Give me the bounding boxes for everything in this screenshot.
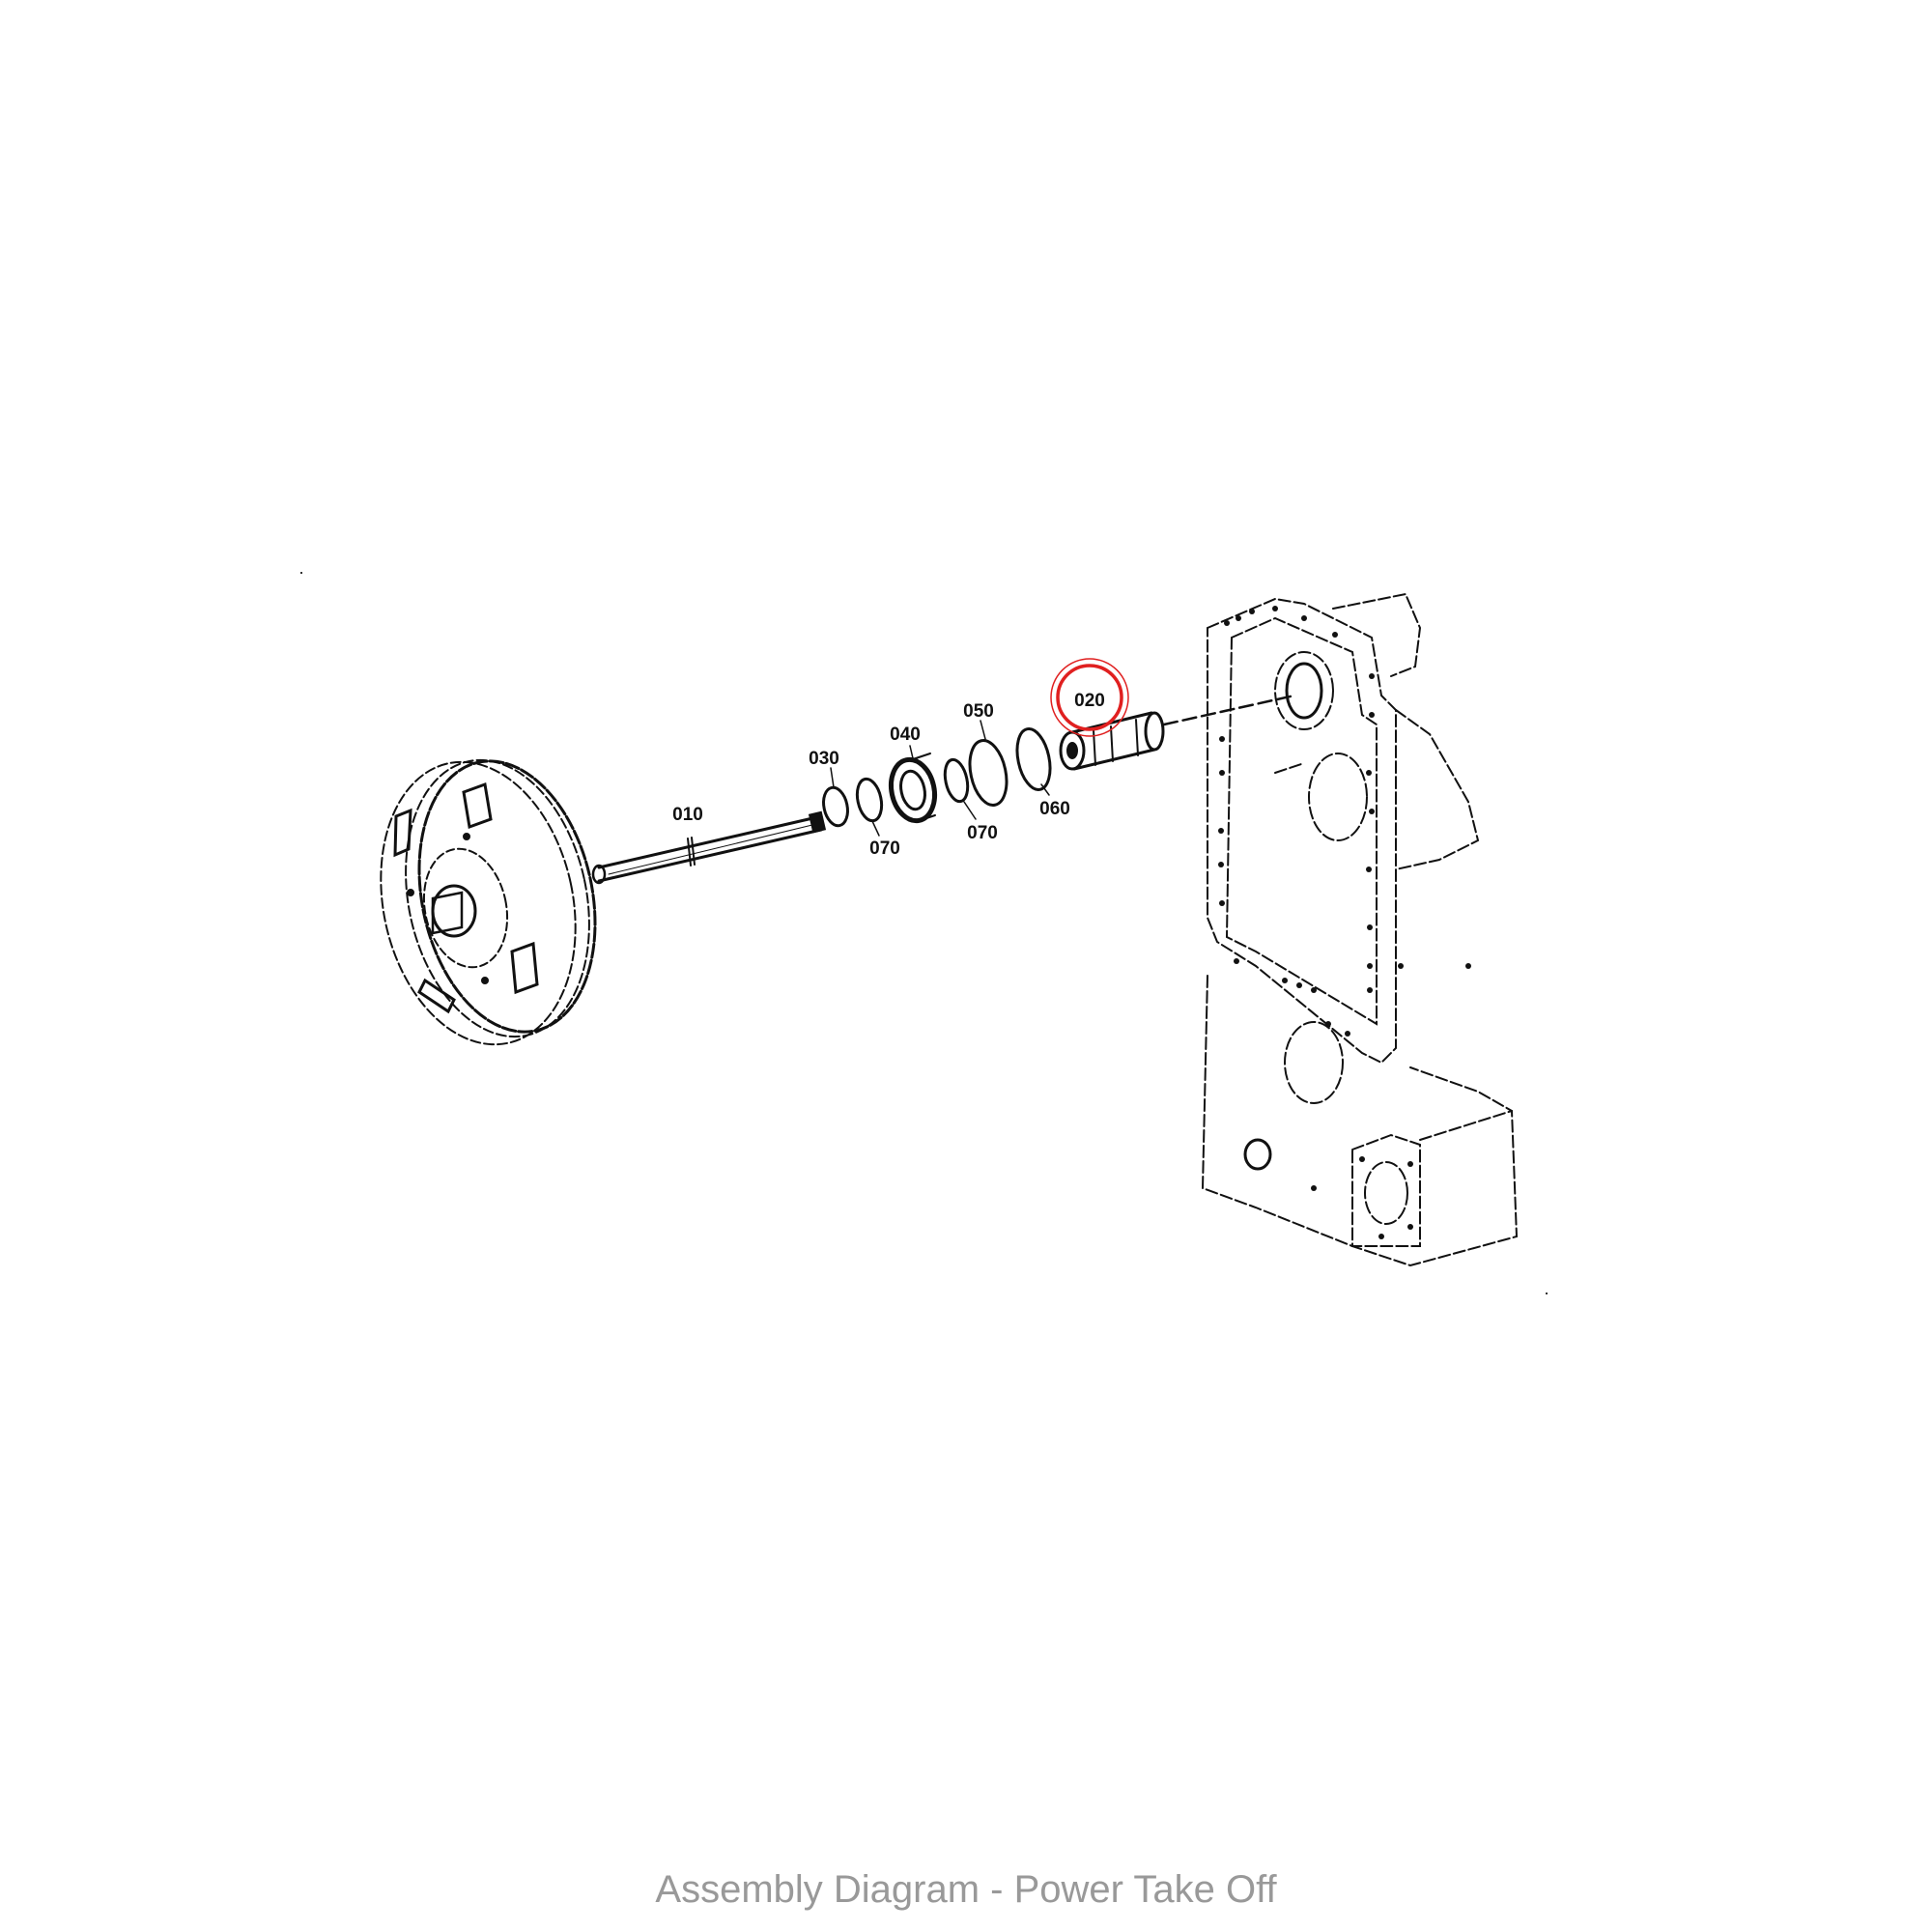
- part-label-070-b[interactable]: 070: [967, 823, 998, 843]
- snap-ring-060-drawing: [1015, 727, 1052, 791]
- shaft-drawing: [591, 810, 827, 885]
- part-label-060[interactable]: 060: [1039, 799, 1070, 819]
- speck: [1546, 1293, 1548, 1294]
- part-label-050[interactable]: 050: [963, 701, 994, 722]
- part-label-030[interactable]: 030: [809, 749, 839, 769]
- highlight-circle-020: [1050, 658, 1129, 737]
- diagram-caption: Assembly Diagram - Power Take Off: [655, 1868, 1277, 1911]
- circlip-070-drawing: [855, 777, 884, 823]
- gearbox-housing-drawing: [1201, 592, 1519, 1267]
- circlip-070b-drawing: [943, 757, 970, 804]
- housing-bolt-holes: [1218, 606, 1471, 1239]
- bearing-040-drawing: [888, 753, 938, 824]
- ring-050-drawing: [968, 739, 1009, 807]
- part-label-020[interactable]: 020: [1074, 691, 1105, 711]
- speck: [300, 572, 302, 574]
- leader-lines: [830, 720, 1050, 837]
- flywheel-drawing: [380, 758, 597, 1046]
- assembly-axis-line: [1162, 694, 1296, 726]
- part-label-010[interactable]: 010: [672, 805, 703, 825]
- part-label-040[interactable]: 040: [890, 724, 921, 745]
- o-ring-030-drawing: [822, 785, 849, 828]
- part-labels: 010 020 030 040 050 060 070 070: [672, 691, 1105, 859]
- part-label-070-a[interactable]: 070: [869, 838, 900, 859]
